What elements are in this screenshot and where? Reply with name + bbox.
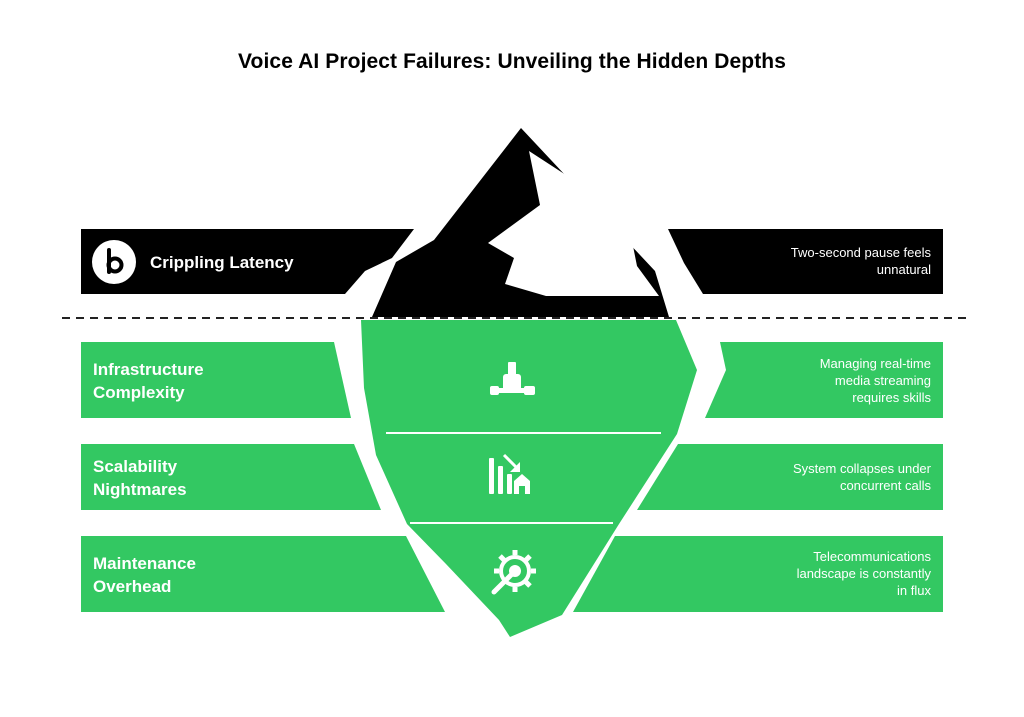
layer-label-latency: Crippling Latency bbox=[150, 253, 294, 272]
layer-description-scalability: System collapses under concurrent calls bbox=[792, 461, 931, 493]
layer-description-latency: Two-second pause feels unnatural bbox=[790, 245, 931, 277]
layer-label-maintenance: Maintenance Overhead bbox=[93, 554, 196, 596]
band-latency-right bbox=[668, 229, 943, 294]
band-infrastructure-right bbox=[705, 342, 943, 418]
band-infrastructure-left bbox=[81, 342, 351, 418]
layer-description-maintenance: Telecommunications landscape is constant… bbox=[796, 549, 931, 598]
iceberg-snow bbox=[488, 151, 659, 296]
layer-description-infrastructure: Managing real-time media streaming requi… bbox=[819, 356, 931, 405]
layer-label-scalability: Scalability Nightmares bbox=[93, 457, 187, 499]
gear-wrench-icon bbox=[491, 550, 536, 595]
brand-logo-icon bbox=[92, 240, 136, 284]
declining-bar-chart-icon bbox=[489, 453, 530, 494]
band-latency-left bbox=[81, 229, 414, 294]
iceberg-underwater bbox=[361, 320, 697, 637]
band-maintenance-left bbox=[81, 536, 445, 612]
band-maintenance-right bbox=[573, 536, 943, 612]
band-scalability-left bbox=[81, 444, 381, 510]
pipe-network-icon bbox=[490, 362, 535, 395]
page-title: Voice AI Project Failures: Unveiling the… bbox=[238, 50, 786, 73]
band-scalability-right bbox=[637, 444, 943, 510]
layer-label-infrastructure: Infrastructure Complexity bbox=[93, 360, 204, 402]
